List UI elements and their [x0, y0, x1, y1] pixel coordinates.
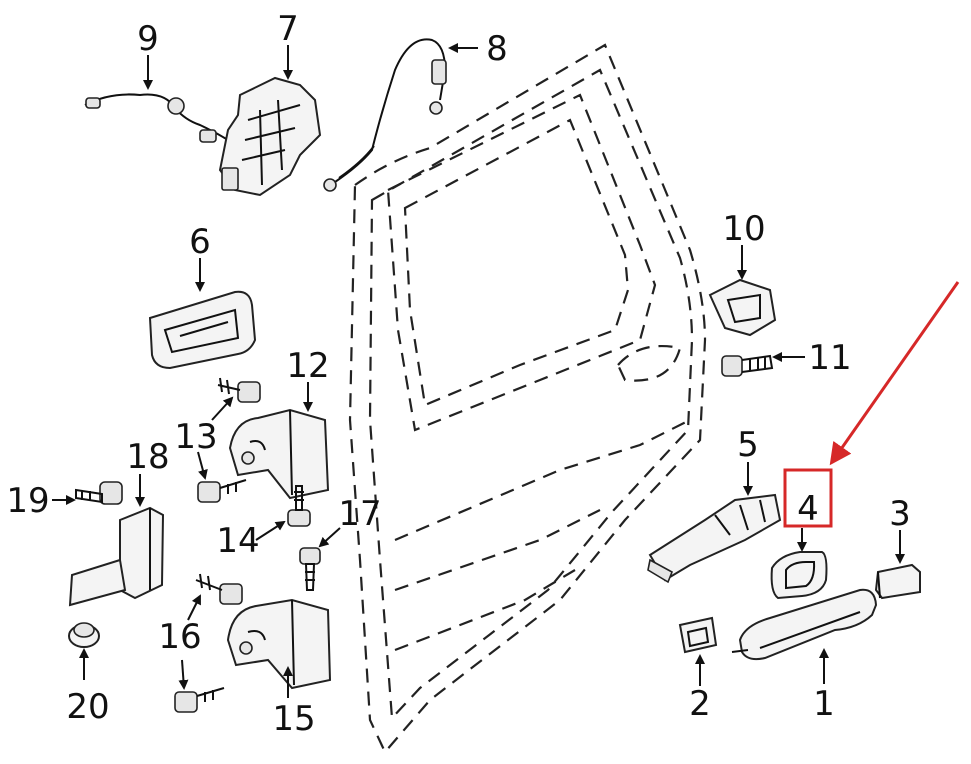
- part-2-keyhole-cover[interactable]: [678, 616, 718, 686]
- callout-2: 2: [689, 684, 711, 724]
- callout-11: 11: [808, 338, 851, 378]
- callout-18: 18: [126, 437, 169, 477]
- part-14-hinge-bolt[interactable]: [255, 485, 311, 541]
- part-10-door-striker[interactable]: [708, 245, 777, 337]
- part-11-striker-bolt[interactable]: [721, 352, 805, 377]
- callout-labels: 1 2 3 4 5 6 7 8 9 10 11 12 13 14 15 16 1…: [6, 9, 910, 739]
- callout-20: 20: [66, 687, 109, 727]
- part-6-inside-door-handle[interactable]: [148, 258, 257, 370]
- callout-3: 3: [889, 494, 911, 534]
- callout-15: 15: [272, 699, 315, 739]
- callout-1: 1: [813, 684, 835, 724]
- highlight-callout: [783, 281, 960, 528]
- part-15-lower-hinge[interactable]: [226, 598, 332, 698]
- part-16-hinge-bolts[interactable]: [174, 573, 243, 713]
- callout-4: 4: [797, 489, 819, 529]
- callout-5: 5: [737, 425, 759, 465]
- part-13-hinge-bolts[interactable]: [197, 377, 261, 503]
- callout-10: 10: [722, 209, 765, 249]
- part-20-grommet[interactable]: [68, 622, 100, 680]
- callout-9: 9: [137, 19, 159, 59]
- part-18-door-check-strap[interactable]: [68, 474, 165, 607]
- part-9-wiring-harness[interactable]: [84, 55, 229, 143]
- callout-17: 17: [338, 494, 381, 534]
- callout-8: 8: [486, 29, 508, 69]
- callout-6: 6: [189, 222, 211, 262]
- part-1-outside-door-handle[interactable]: [731, 588, 878, 684]
- callout-7: 7: [277, 9, 299, 49]
- highlight-box: [783, 468, 833, 528]
- part-4-handle-seal[interactable]: [770, 528, 828, 600]
- part-17-bolt[interactable]: [299, 527, 341, 591]
- callout-16: 16: [158, 617, 201, 657]
- part-12-upper-hinge[interactable]: [228, 382, 330, 500]
- part-3-handle-end-cap[interactable]: [874, 530, 921, 600]
- callout-14: 14: [216, 521, 259, 561]
- part-7-door-lock-actuator[interactable]: [218, 45, 322, 197]
- highlight-arrow: [829, 281, 960, 466]
- callout-19: 19: [6, 481, 49, 521]
- callout-13: 13: [174, 417, 217, 457]
- part-19-bolt[interactable]: [52, 481, 123, 505]
- part-8-lock-cable[interactable]: [323, 38, 478, 192]
- part-5-outside-handle-bracket[interactable]: [647, 462, 782, 584]
- door-shell-outline: [348, 43, 707, 755]
- callout-12: 12: [286, 346, 329, 386]
